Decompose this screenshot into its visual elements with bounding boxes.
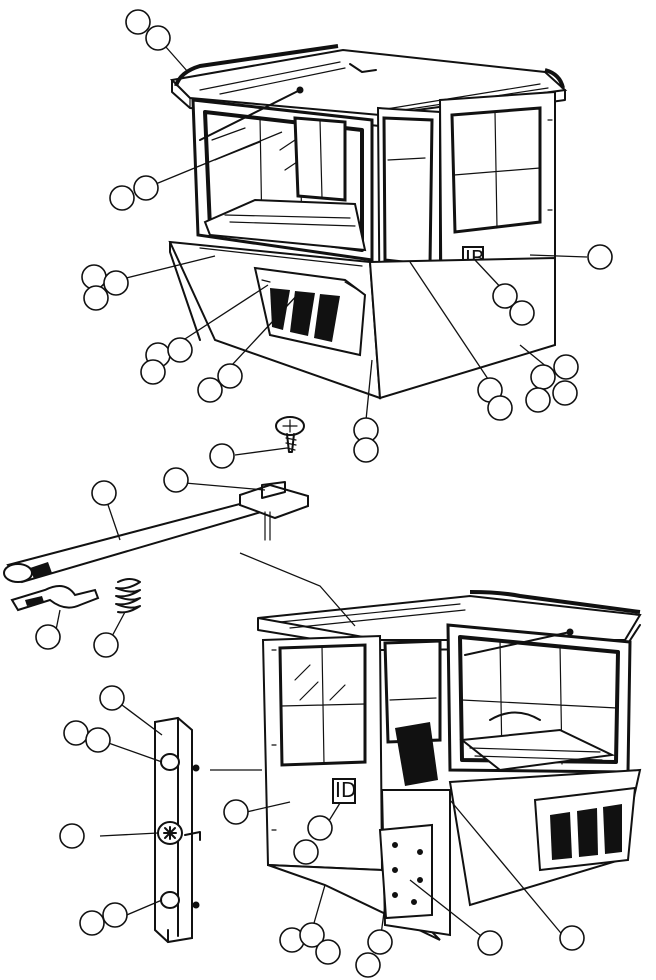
callout-circle-27: [35, 624, 61, 650]
callout-circle-7: [83, 285, 109, 311]
callout-circle-1: [125, 9, 151, 35]
lower-cab-roof: [257, 590, 642, 651]
lower-cab-left-door: ID: [261, 634, 384, 872]
callout-circle-21: [552, 380, 578, 406]
callout-circle-24: [209, 443, 235, 469]
callout-circle-3: [109, 185, 135, 211]
callout-circle-4: [133, 175, 159, 201]
callout-circle-9: [167, 337, 193, 363]
callout-circle-13: [587, 244, 613, 270]
callout-circle-37: [293, 839, 319, 865]
callout-circle-30: [63, 720, 89, 746]
callout-circle-10: [140, 359, 166, 385]
callout-circle-35: [223, 799, 249, 825]
callout-circle-12: [217, 363, 243, 389]
door-hinge-assembly: [154, 716, 201, 944]
callout-circle-23: [353, 437, 379, 463]
callout-circle-29: [99, 685, 125, 711]
callout-circle-20: [525, 387, 551, 413]
callout-circle-28: [93, 632, 119, 658]
coil-spring: [115, 578, 141, 614]
lower-cab-assembly: ID: [257, 590, 642, 941]
strap-clamp: [10, 585, 100, 612]
lower-cab-front-grille: [533, 786, 637, 872]
upper-cab-front-grille: [253, 266, 367, 357]
callout-circle-14: [492, 283, 518, 309]
callout-circle-41: [367, 929, 393, 955]
callout-circle-34: [102, 902, 128, 928]
callout-circle-31: [85, 727, 111, 753]
callout-circle-25: [163, 467, 189, 493]
lower-door-handle: [332, 778, 356, 804]
callout-circle-17: [487, 395, 513, 421]
callout-circles: [35, 9, 613, 978]
door-check-strap: [3, 481, 309, 584]
upper-cab-right-door: IB: [376, 90, 556, 377]
lower-access-panel: [378, 823, 433, 920]
upper-cab-front-side-window: [293, 116, 347, 202]
callout-circle-44: [559, 925, 585, 951]
lower-cab-interior: [395, 722, 616, 786]
callout-circle-19: [553, 354, 579, 380]
callout-circle-40: [315, 939, 341, 965]
callout-circle-42: [355, 952, 381, 978]
callout-circle-26: [91, 480, 117, 506]
callout-circle-18: [530, 364, 556, 390]
callout-circle-32: [59, 823, 85, 849]
callout-circle-43: [477, 930, 503, 956]
callout-circle-33: [79, 910, 105, 936]
screw-part: [275, 416, 305, 453]
lower-cab-front-window: [383, 639, 442, 744]
callout-circle-39: [299, 922, 325, 948]
callout-circle-2: [145, 25, 171, 51]
callout-circle-6: [103, 270, 129, 296]
upper-cab-assembly: IB: [168, 44, 568, 400]
callout-circle-36: [307, 815, 333, 841]
callout-circle-11: [197, 377, 223, 403]
lower-door-handle-glyph: ID: [335, 778, 356, 802]
callout-circle-15: [509, 300, 535, 326]
